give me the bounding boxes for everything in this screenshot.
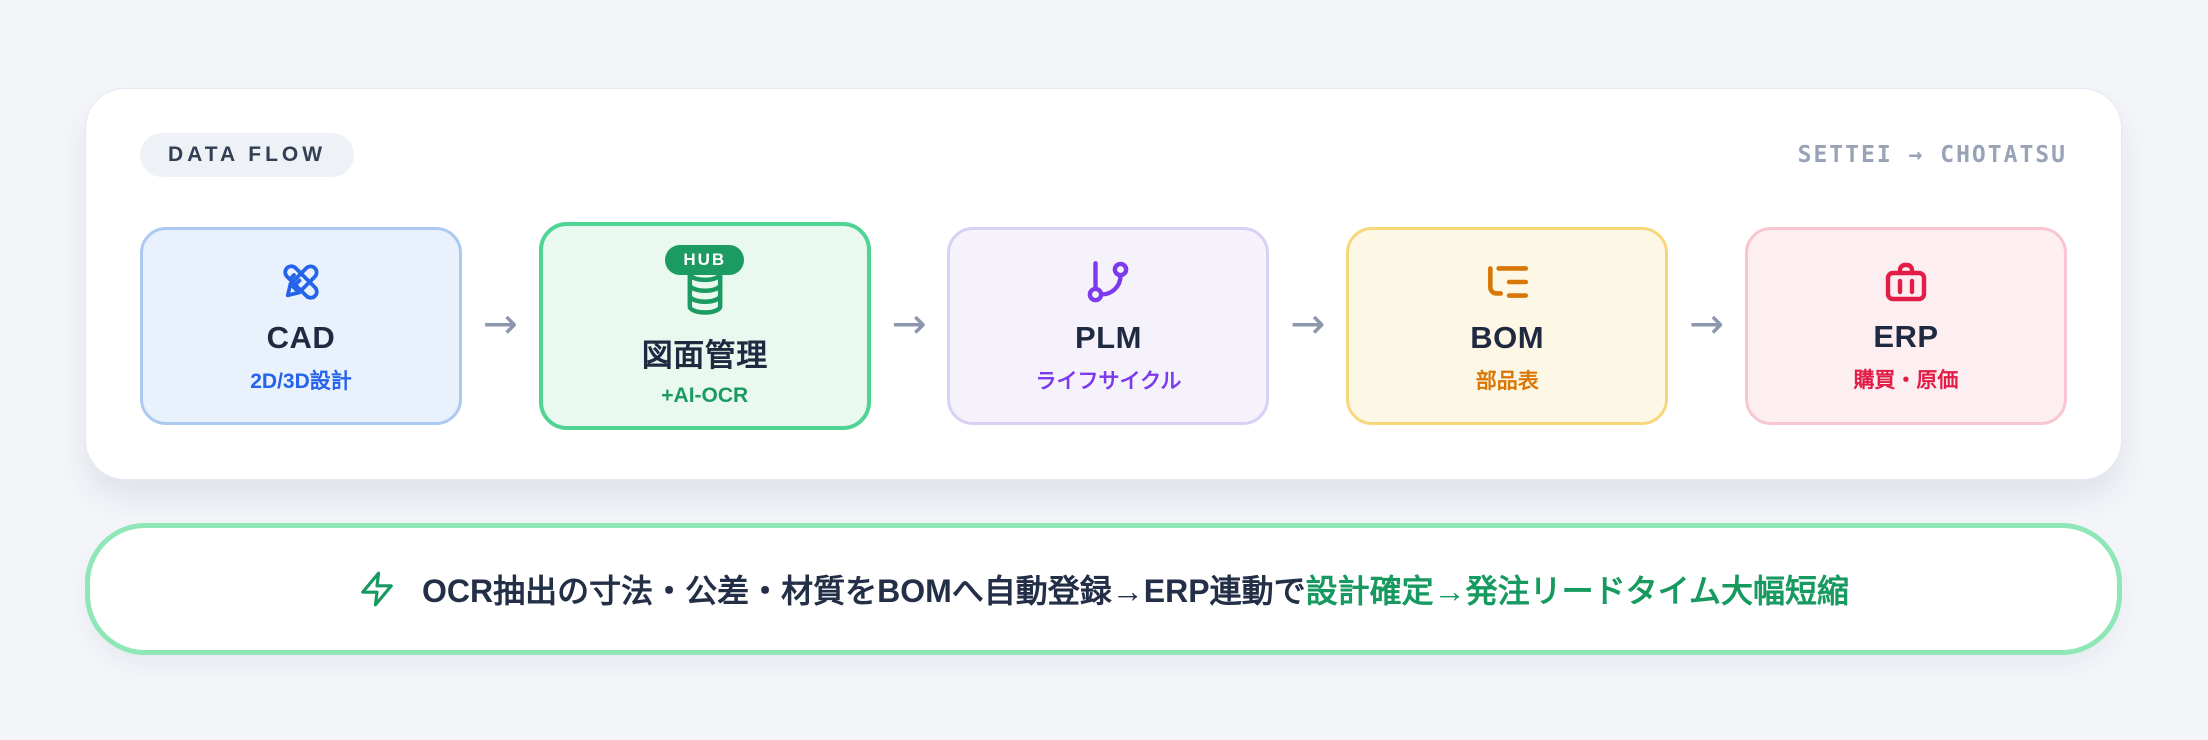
node-title: BOM [1470, 320, 1545, 355]
node-title: 図面管理 [641, 337, 768, 373]
git-branch-icon [1083, 257, 1133, 307]
arrow-right-icon: → [1688, 299, 1725, 348]
list-tree-icon [1482, 257, 1532, 307]
hub-badge: HUB [665, 244, 745, 275]
banner-text: OCR抽出の寸法・公差・材質をBOMへ自動登録→ERP連動で設計確定→発注リード… [422, 566, 1849, 612]
node-subtitle: +AI-OCR [661, 383, 749, 407]
design-tools-icon [276, 257, 326, 307]
node-cad: CAD 2D/3D設計 [140, 227, 462, 425]
arrow-right-icon: → [1290, 299, 1326, 348]
panel-header: DATA FLOW SETTEI → CHOTATSU [140, 133, 2067, 177]
node-subtitle: 購買・原価 [1853, 369, 1959, 392]
node-plm: PLM ライフサイクル [947, 227, 1270, 425]
node-title: ERP [1873, 319, 1939, 354]
zap-icon [358, 570, 396, 608]
node-title: PLM [1075, 320, 1142, 355]
arrow-right-icon: → [891, 299, 927, 348]
node-bom: BOM 部品表 [1346, 227, 1669, 425]
route-label: SETTEI → CHOTATSU [1797, 142, 2067, 168]
node-subtitle: ライフサイクル [1035, 370, 1182, 393]
banner-text-green: 設計確定→発注リードタイム大幅短縮 [1305, 573, 1849, 609]
node-subtitle: 2D/3D設計 [250, 370, 352, 393]
benefit-banner: OCR抽出の寸法・公差・材質をBOMへ自動登録→ERP連動で設計確定→発注リード… [85, 523, 2122, 655]
banner-text-dark: OCR抽出の寸法・公差・材質をBOMへ自動登録→ERP連動で [422, 573, 1306, 609]
node-zumen-kanri: HUB 図面管理 +AI-OCR [538, 222, 871, 430]
briefcase-icon [1882, 258, 1930, 306]
dataflow-panel: DATA FLOW SETTEI → CHOTATSU [85, 88, 2122, 480]
node-erp: ERP 購買・原価 [1744, 227, 2067, 425]
arrow-right-icon: → [482, 299, 518, 348]
dataflow-badge: DATA FLOW [140, 133, 355, 177]
flow-row: CAD 2D/3D設計 → HUB 図面管理 +AI-OCR → [140, 221, 2067, 431]
node-title: CAD [266, 320, 336, 355]
node-subtitle: 部品表 [1475, 370, 1539, 393]
